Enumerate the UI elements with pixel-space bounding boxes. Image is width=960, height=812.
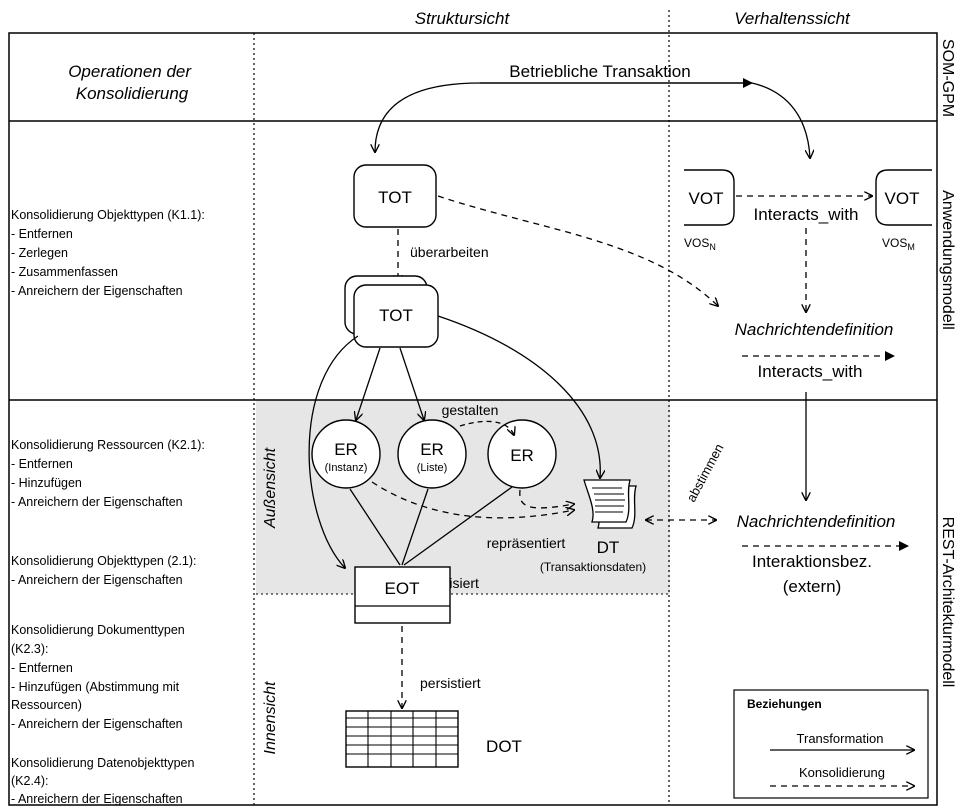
operations-k23: Konsolidierung Dokumenttypen (K2.3): - E… bbox=[11, 623, 188, 731]
edge-transaction-to-vot bbox=[751, 82, 810, 158]
header-verhaltenssicht: Verhaltenssicht bbox=[734, 9, 851, 28]
operations-k21b: Konsolidierung Objekttypen (2.1): - Anre… bbox=[11, 554, 200, 587]
edge-tot-to-er-instanz bbox=[356, 347, 381, 420]
label-abstimmen: abstimmen bbox=[683, 441, 726, 504]
edge-gestalten bbox=[459, 420, 514, 435]
eot-label: EOT bbox=[385, 579, 420, 598]
legend-box bbox=[733, 689, 929, 799]
label-persistiert: persistiert bbox=[420, 675, 481, 691]
er-node-3 bbox=[487, 419, 557, 489]
edge-er3-to-eot bbox=[403, 486, 513, 566]
vos-m-label: VOSM bbox=[882, 236, 915, 252]
legend-transformation-label: Transformation bbox=[797, 731, 884, 746]
vot-right-label: VOT bbox=[885, 189, 920, 208]
label-ueberarbeiten: überarbeiten bbox=[410, 244, 489, 260]
dt-sublabel: (Transaktionsdaten) bbox=[540, 560, 646, 574]
er-instanz-node bbox=[311, 419, 381, 489]
edge-er-instanz-to-eot bbox=[349, 488, 401, 566]
vot-node-right bbox=[875, 169, 932, 226]
label-interacts-with-2: Interacts_with bbox=[758, 362, 863, 381]
label-innensicht: Innensicht bbox=[262, 681, 279, 754]
label-nachrichtendefinition-2: Nachrichtendefinition bbox=[737, 512, 896, 531]
er-liste-sublabel: (Liste) bbox=[417, 462, 448, 474]
label-repraesentiert: repräsentiert bbox=[487, 535, 566, 551]
edge-tot-to-nachrichtendefinition bbox=[437, 195, 718, 306]
legend-konsolidierung-label: Konsolidierung bbox=[799, 765, 885, 780]
operations-title: Operationen der Konsolidierung bbox=[68, 62, 196, 103]
label-aussensicht: Außensicht bbox=[262, 447, 279, 529]
layer-label-som-gpm: SOM-GPM bbox=[939, 39, 956, 117]
legend-title: Beziehungen bbox=[747, 697, 822, 711]
outer-frame bbox=[8, 32, 938, 806]
label-extern: (extern) bbox=[783, 577, 842, 596]
edge-tot-to-er-liste bbox=[399, 347, 424, 420]
edge-tot-to-eot bbox=[308, 335, 359, 568]
tot-node-1-label: TOT bbox=[378, 188, 412, 207]
dot-label: DOT bbox=[486, 737, 522, 756]
label-gestalten: gestalten bbox=[442, 402, 499, 418]
operations-k11: Konsolidierung Objekttypen (K1.1): - Ent… bbox=[11, 208, 208, 298]
er-liste-label: ER bbox=[420, 440, 444, 459]
tot-node-2-label: TOT bbox=[379, 306, 413, 325]
layer-label-anwendungsmodell: Anwendungsmodell bbox=[939, 190, 956, 330]
label-interaktionsbez: Interaktionsbez. bbox=[752, 552, 872, 571]
er-instanz-sublabel: (Instanz) bbox=[325, 462, 368, 474]
er-liste-node bbox=[397, 419, 467, 489]
er-node-3-label: ER bbox=[510, 446, 534, 465]
operations-k24: Konsolidierung Datenobjekttypen (K2.4): … bbox=[11, 756, 198, 806]
eot-node bbox=[354, 566, 451, 624]
vot-node-left bbox=[684, 169, 735, 226]
edge-transaction-to-tot bbox=[375, 82, 481, 152]
tot-node-1 bbox=[353, 164, 437, 228]
betriebliche-transaktion-label: Betriebliche Transaktion bbox=[509, 62, 690, 81]
label-interacts-with-top: Interacts_with bbox=[754, 205, 859, 224]
layer-label-rest-architekturmodell: REST-Architekturmodell bbox=[939, 517, 956, 688]
dt-document-icon bbox=[583, 479, 637, 529]
edge-er3-to-dt bbox=[519, 489, 574, 508]
edge-tot-to-dt bbox=[437, 315, 600, 478]
vot-left-label: VOT bbox=[689, 189, 724, 208]
edge-er-instanz-to-dt bbox=[371, 481, 574, 519]
vos-n-label: VOSN bbox=[684, 236, 716, 252]
header-struktursicht: Struktursicht bbox=[415, 9, 511, 28]
operations-k21: Konsolidierung Ressourcen (K2.1): - Entf… bbox=[11, 438, 208, 509]
er-instanz-label: ER bbox=[334, 440, 358, 459]
dt-label: DT bbox=[597, 538, 620, 557]
dot-table-icon bbox=[345, 710, 459, 768]
edge-er-liste-to-eot bbox=[401, 488, 429, 566]
label-nachrichtendefinition-1: Nachrichtendefinition bbox=[735, 320, 894, 339]
